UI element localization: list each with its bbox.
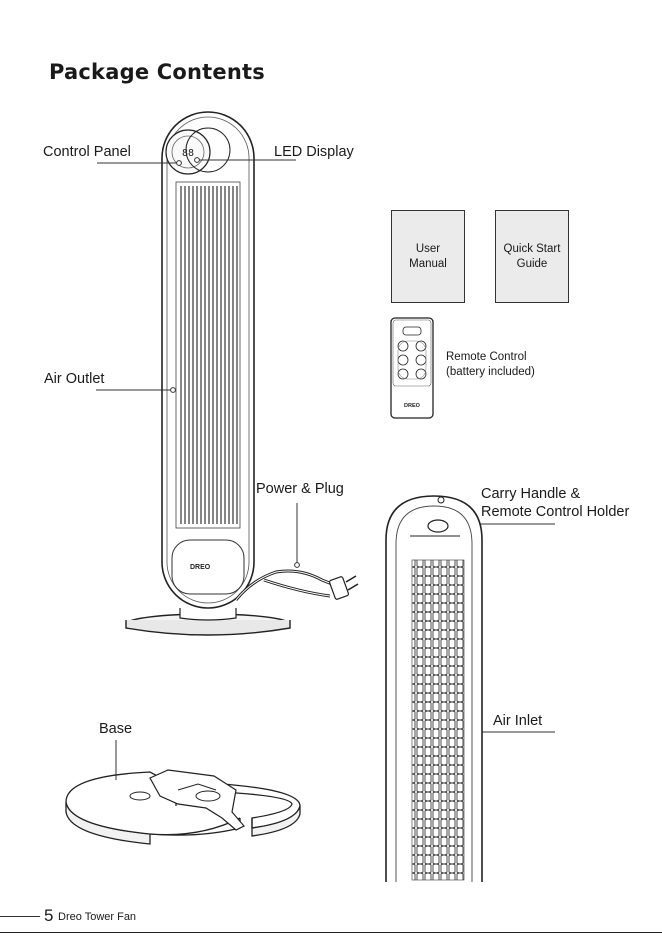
page-number: 5 [44, 906, 53, 926]
page-footer: 5 Dreo Tower Fan [0, 906, 662, 946]
bottom-rule [0, 932, 662, 933]
footer-product-name: Dreo Tower Fan [58, 910, 136, 924]
footer-rule [0, 916, 40, 917]
